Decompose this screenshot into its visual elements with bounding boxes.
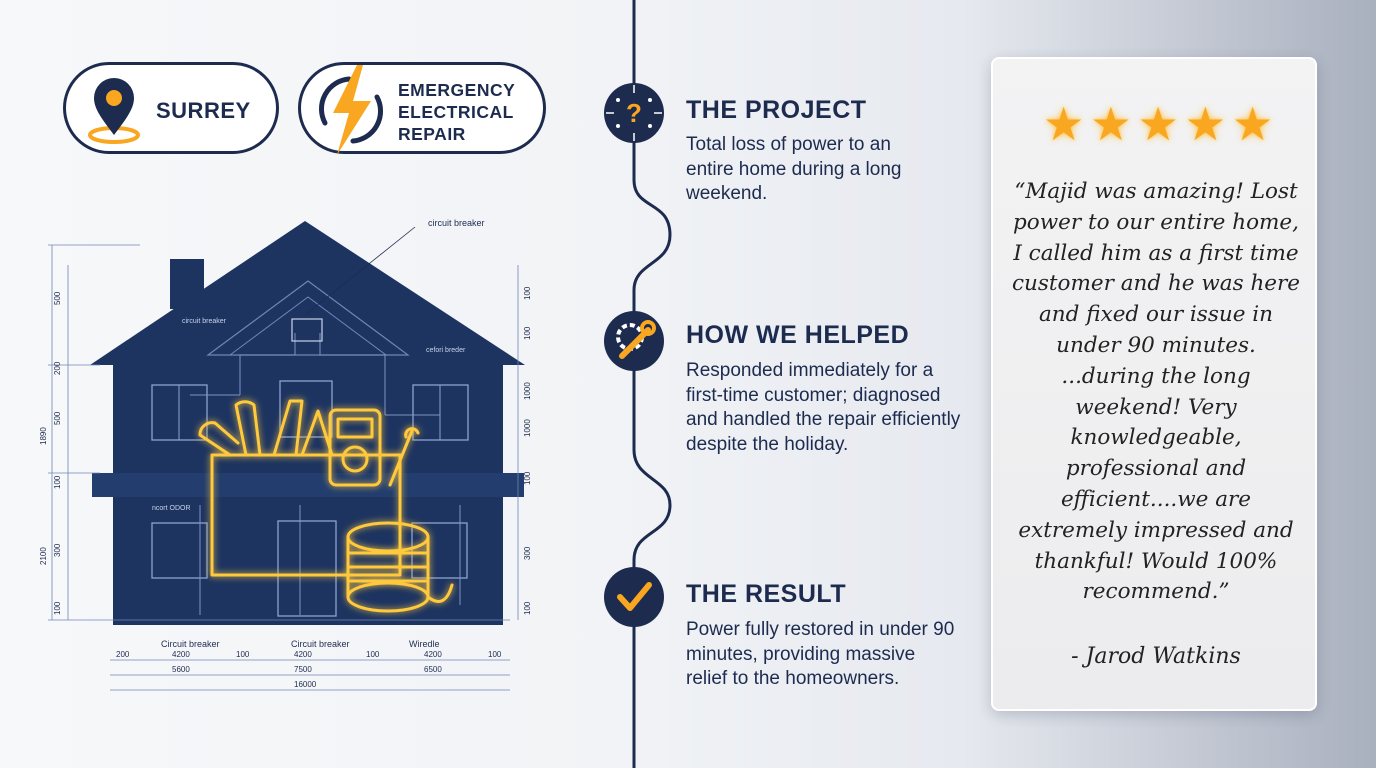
left-dim-2: 200: [53, 361, 62, 375]
star-icon: ★: [1137, 98, 1179, 150]
left-dim-4: 1890: [40, 427, 48, 445]
bottom-dim-1: 200: [116, 650, 130, 659]
checkmark-icon: [604, 567, 664, 627]
service-line-3: REPAIR: [398, 124, 466, 144]
bottom-total-1: 5600: [172, 665, 190, 674]
left-dim-1: 500: [53, 291, 62, 305]
overall-dim: 16000: [294, 680, 317, 689]
service-line-1: EMERGENCY: [398, 80, 516, 100]
step-project-description: Total loss of power to an entire home du…: [686, 134, 902, 204]
right-dim-1: 100: [523, 286, 530, 300]
map-pin-icon: [88, 78, 140, 144]
right-dim-6: 100: [523, 471, 530, 485]
left-dim-5: 100: [53, 475, 62, 489]
callout-5: Circuit breaker: [291, 639, 350, 649]
gear-wrench-icon: [604, 311, 664, 371]
bottom-dim-4: 4200: [294, 650, 312, 659]
location-label: SURREY: [156, 98, 251, 123]
star-rating: ★ ★ ★ ★ ★: [1043, 101, 1273, 147]
callout-6: Wiredle: [409, 639, 440, 649]
left-dim-3: 500: [53, 411, 62, 425]
callout-leader-1: [304, 226, 416, 316]
bottom-dim-6: 4200: [424, 650, 442, 659]
service-label: EMERGENCY ELECTRICAL REPAIR: [398, 79, 538, 145]
callout-1: circuit breaker: [428, 218, 485, 228]
callout-2: circuit breaker: [182, 318, 227, 325]
right-dim-2: 100: [523, 326, 530, 340]
star-icon: ★: [1090, 98, 1132, 150]
glowing-toolbox-icon: [198, 399, 454, 613]
star-icon: ★: [1043, 98, 1085, 150]
house-silhouette: [90, 221, 525, 625]
left-dim-8: 100: [53, 601, 62, 615]
bottom-total-3: 6500: [424, 665, 442, 674]
dimension-lines: [48, 244, 519, 691]
right-dim-4: 1000: [523, 419, 530, 437]
callout-4: Circuit breaker: [161, 639, 220, 649]
step-project-title: THE PROJECT: [686, 96, 867, 124]
timeline: ?: [604, 0, 672, 768]
service-line-2: ELECTRICAL: [398, 102, 514, 122]
review-quote: “Majid was amazing! Lost power to our en…: [1011, 179, 1301, 605]
star-icon: ★: [1184, 98, 1226, 150]
svg-text:?: ?: [626, 98, 642, 128]
bottom-dim-7: 100: [488, 650, 502, 659]
bottom-total-2: 7500: [294, 665, 312, 674]
callout-7: ncort ODOR: [152, 505, 191, 512]
bottom-dim-5: 100: [366, 650, 380, 659]
callout-3: cefori breder: [426, 347, 466, 354]
service-badge: EMERGENCY ELECTRICAL REPAIR: [298, 62, 546, 155]
left-dim-7: 300: [53, 543, 62, 557]
left-dim-6: 2100: [40, 547, 48, 565]
question-circuit-icon: ?: [604, 83, 664, 143]
lightning-bolt-icon: [318, 65, 384, 155]
star-icon: ★: [1232, 98, 1274, 150]
right-dim-7: 300: [523, 546, 530, 560]
step-helped-title: HOW WE HELPED: [686, 321, 910, 349]
bottom-dim-3: 100: [236, 650, 250, 659]
house-blueprint: circuit breaker circuit breaker cefori b…: [40, 218, 530, 691]
review-author: - Jarod Watkins: [1071, 644, 1241, 669]
step-result-title: THE RESULT: [686, 580, 847, 608]
bottom-dim-2: 4200: [172, 650, 190, 659]
location-badge: SURREY: [63, 62, 279, 154]
right-dim-9: 100: [523, 601, 530, 615]
right-dim-3: 1000: [523, 382, 530, 400]
step-helped-description: Responded immediately for a first-time c…: [686, 360, 961, 455]
step-result-description: Power fully restored in under 90 minutes…: [686, 619, 955, 689]
review-card: ★ ★ ★ ★ ★ “Majid was amazing! Lost power…: [991, 57, 1317, 711]
